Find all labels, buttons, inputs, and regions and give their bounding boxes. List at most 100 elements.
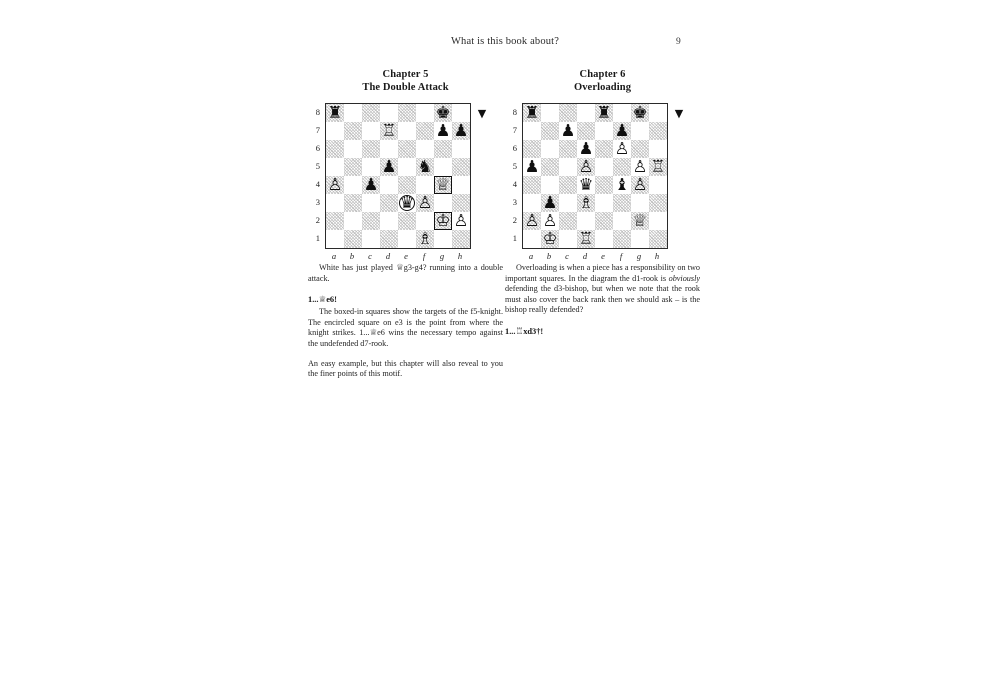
inline-piece-glyph: ♕ (396, 263, 404, 273)
rank-label-6: 6 (512, 143, 517, 153)
text-run: Overloading is when a piece has a respon… (505, 263, 700, 283)
square-b1 (541, 230, 559, 248)
square-a6 (523, 140, 541, 158)
rank-label-3: 3 (512, 197, 517, 207)
black-rook-on-e8: ♜ (596, 103, 612, 122)
square-f8 (416, 104, 434, 122)
file-label-h: h (457, 251, 463, 261)
square-d5 (380, 158, 398, 176)
square-d8 (380, 104, 398, 122)
white-king-on-b1: ♔ (542, 229, 558, 248)
square-g8 (434, 104, 452, 122)
square-h5 (649, 158, 667, 176)
square-b6 (541, 140, 559, 158)
black-pawn-on-d5: ♟ (381, 157, 397, 176)
text-run: An easy example, but this chapter will a… (308, 358, 503, 379)
chapter-title: Overloading (573, 82, 632, 93)
square-e2 (398, 212, 416, 230)
chapter-number: Chapter 5 (382, 69, 429, 80)
square-h6 (452, 140, 470, 158)
paragraph: Overloading is when a piece has a respon… (505, 263, 700, 316)
square-c3 (559, 194, 577, 212)
square-d1 (380, 230, 398, 248)
rank-label-8: 8 (315, 107, 320, 117)
white-bishop-on-f1: ♗ (417, 229, 433, 248)
square-d8 (577, 104, 595, 122)
square-f3 (613, 194, 631, 212)
square-f7 (416, 122, 434, 140)
black-pawn-on-f7: ♟ (614, 121, 630, 140)
square-g1 (631, 230, 649, 248)
text-run: White has just played (319, 263, 396, 272)
square-g8 (631, 104, 649, 122)
square-b3 (541, 194, 559, 212)
black-pawn-on-a5: ♟ (524, 157, 540, 176)
text-run: The boxed-in squares show the targets of… (308, 307, 503, 338)
square-e4 (398, 176, 416, 194)
square-f1 (416, 230, 434, 248)
square-h4 (452, 176, 470, 194)
side-to-move-triangle-icon: ▼ (674, 107, 684, 120)
square-d3 (380, 194, 398, 212)
square-f2 (613, 212, 631, 230)
square-c4 (559, 176, 577, 194)
rank-label-1: 1 (315, 233, 320, 243)
rank-label-4: 4 (315, 179, 320, 189)
square-b6 (344, 140, 362, 158)
black-king-on-g8: ♚ (435, 103, 451, 122)
square-b2 (344, 212, 362, 230)
file-label-g: g (636, 251, 642, 261)
square-f5 (613, 158, 631, 176)
square-a8 (326, 104, 344, 122)
square-a8 (523, 104, 541, 122)
paragraph: An easy example, but this chapter will a… (308, 359, 503, 380)
square-c8 (559, 104, 577, 122)
square-d2 (577, 212, 595, 230)
side-to-move-triangle-icon: ▼ (477, 107, 487, 120)
square-b3 (344, 194, 362, 212)
white-pawn-on-a4: ♙ (327, 175, 343, 194)
square-f6 (416, 140, 434, 158)
square-h3 (649, 194, 667, 212)
rank-label-8: 8 (512, 107, 517, 117)
white-bishop-on-d3: ♗ (578, 193, 594, 212)
square-f7 (613, 122, 631, 140)
file-label-h: h (654, 251, 660, 261)
white-rook-on-h5: ♖ (650, 157, 666, 176)
square-g3 (631, 194, 649, 212)
square-c6 (559, 140, 577, 158)
rank-label-5: 5 (315, 161, 320, 171)
square-e1 (398, 230, 416, 248)
white-pawn-on-b2: ♙ (542, 211, 558, 230)
square-a5 (326, 158, 344, 176)
file-label-e: e (601, 251, 605, 261)
black-rook-on-a8: ♜ (524, 103, 540, 122)
rank-label-2: 2 (512, 215, 517, 225)
white-pawn-on-f3: ♙ (417, 193, 433, 212)
square-a3 (326, 194, 344, 212)
square-b8 (344, 104, 362, 122)
square-e8 (398, 104, 416, 122)
square-e5 (398, 158, 416, 176)
square-g6 (434, 140, 452, 158)
page-number: 9 (676, 37, 681, 47)
square-h1 (649, 230, 667, 248)
inline-piece-glyph: ♕ (369, 328, 378, 339)
rank-label-3: 3 (315, 197, 320, 207)
file-label-g: g (439, 251, 445, 261)
file-label-d: d (582, 251, 588, 261)
square-a7 (326, 122, 344, 140)
white-pawn-on-g4: ♙ (632, 175, 648, 194)
square-b4 (541, 176, 559, 194)
square-c5 (559, 158, 577, 176)
square-d3 (577, 194, 595, 212)
square-g2 (434, 212, 452, 230)
board-area-1: ♜♚♖♟♟♟♞♙♟♕♛♙♔♙♗ (325, 103, 471, 249)
